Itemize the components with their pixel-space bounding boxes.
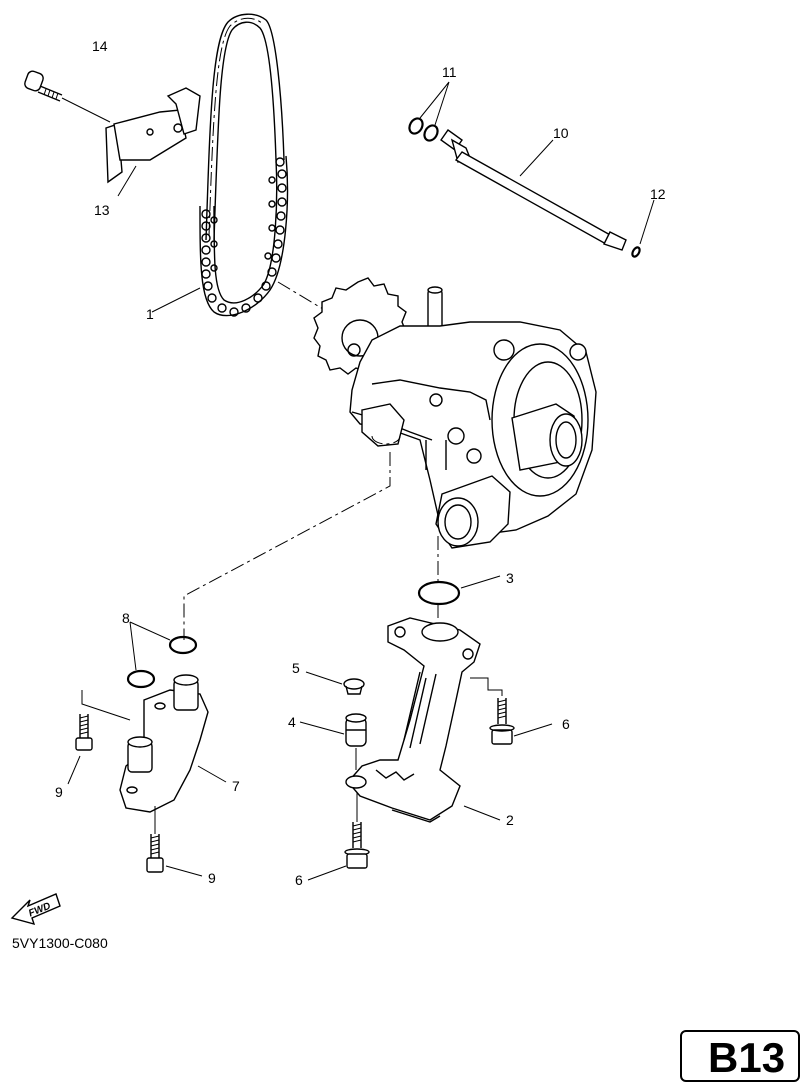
bolt-part-9-lower [146,806,203,877]
callout-12: 12 [650,186,666,202]
callout-6-right: 6 [562,716,570,732]
bolt-part-6-right [470,677,553,745]
damper-part-4 [299,713,367,770]
callout-7: 7 [232,778,240,794]
assembly-center-lines [183,452,439,640]
oil-pipe-part-10 [440,129,627,251]
oil-pump-assembly [313,277,597,549]
bolt-part-9-upper [67,714,93,785]
o-rings-part-11 [408,81,450,142]
callout-11: 11 [442,64,457,80]
callout-14: 14 [92,38,108,54]
callout-5: 5 [292,660,300,676]
strainer-part-2 [345,617,501,823]
callout-8: 8 [122,610,130,626]
fwd-arrow-icon: FWD [10,893,61,926]
callout-6-lower: 6 [295,872,303,888]
bolt-part-14 [24,70,111,123]
chain-guide-part-13 [105,87,201,197]
callout-3: 3 [506,570,514,586]
callout-9-upper: 9 [55,784,63,800]
o-ring-part-12 [631,199,655,258]
cap-part-5 [305,671,365,695]
page-badge-label: B13 [708,1034,786,1081]
callout-9-lower: 9 [208,870,216,886]
bolt-part-6-lower [307,792,370,881]
fwd-label: FWD [27,901,52,920]
pipe-part-7 [81,674,227,813]
callout-1: 1 [146,306,154,322]
callout-10: 10 [553,125,569,141]
exploded-parts-diagram: FWD [10,13,655,926]
diagram-code: 5VY1300-C080 [12,935,108,951]
o-ring-part-3 [417,575,501,606]
callout-13: 13 [94,202,110,218]
page-badge: B13 [680,1030,800,1082]
callout-4: 4 [288,714,296,730]
timing-chain-part-1 [151,13,339,319]
callout-2: 2 [506,812,514,828]
o-rings-part-8 [126,621,198,689]
